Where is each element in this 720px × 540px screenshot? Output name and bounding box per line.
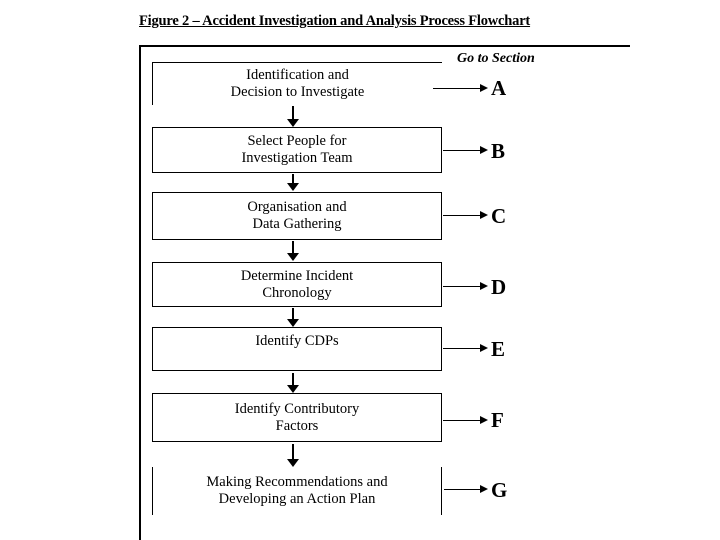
down-arrow-icon (287, 444, 299, 467)
section-letter-e: E (491, 337, 506, 361)
right-arrow-icon (443, 146, 488, 155)
right-arrow-icon (444, 485, 488, 494)
flow-step-label: Identification and Decision to Investiga… (230, 67, 365, 100)
flow-step-label: Identify CDPs (255, 333, 339, 349)
section-letter-a: A (491, 76, 507, 100)
flow-step-label: Identify Contributory Factors (234, 400, 360, 434)
flow-step-organisation-box: Organisation and Data Gathering (152, 192, 442, 240)
flow-step-select-people-box: Select People for Investigation Team (152, 127, 442, 173)
down-arrow-icon (287, 174, 299, 191)
flow-step-label: Making Recommendations and Developing an… (206, 474, 388, 507)
right-arrow-icon (443, 211, 488, 220)
right-arrow-icon (443, 416, 488, 425)
flow-step-recommendations-box: Making Recommendations and Developing an… (152, 467, 442, 515)
section-letter-g: G (491, 478, 508, 502)
section-letter-d: D (491, 275, 507, 299)
flow-step-label: Determine Incident Chronology (240, 267, 354, 301)
flow-step-contributory-factors-box: Identify Contributory Factors (152, 393, 442, 442)
flow-step-label: Select People for Investigation Team (241, 133, 353, 166)
go-to-section-label: Go to Section (457, 51, 535, 66)
section-letter-f: F (491, 408, 504, 432)
flow-step-identify-cdps-box: Identify CDPs (152, 327, 442, 371)
frame-top-line (140, 45, 630, 47)
flow-step-chronology-box: Determine Incident Chronology (152, 262, 442, 307)
down-arrow-icon (287, 373, 299, 393)
frame-left-line (139, 45, 141, 540)
down-arrow-icon (287, 308, 299, 327)
right-arrow-icon (443, 344, 488, 353)
section-letter-c: C (491, 204, 507, 228)
down-arrow-icon (287, 241, 299, 261)
flow-step-label: Organisation and Data Gathering (247, 199, 347, 232)
flow-step-identification-box: Identification and Decision to Investiga… (152, 62, 442, 105)
down-arrow-icon (287, 106, 299, 127)
right-arrow-icon (433, 84, 488, 93)
figure-title: Figure 2 – Accident Investigation and An… (139, 13, 531, 29)
section-letter-b: B (491, 139, 506, 163)
right-arrow-icon (443, 282, 488, 291)
